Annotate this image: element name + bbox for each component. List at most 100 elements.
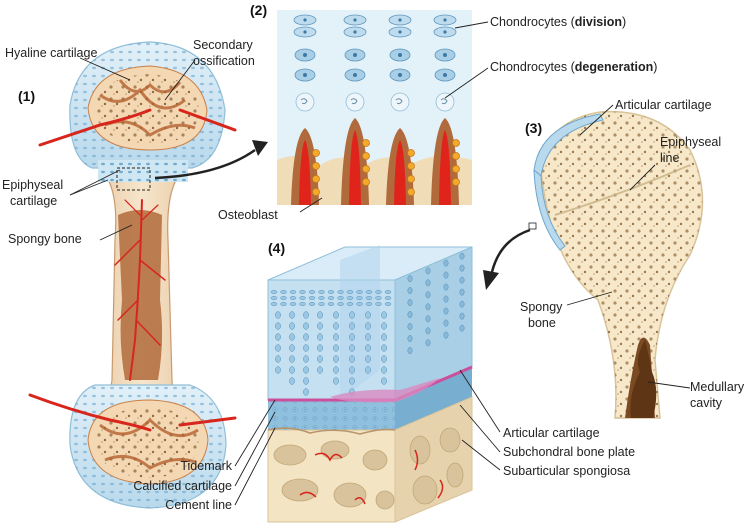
chondrocyte-cell: [333, 311, 339, 319]
bone-cavity: [273, 444, 307, 466]
blood-vessel: [354, 497, 366, 505]
label-spongy-3-2: bone: [528, 316, 556, 330]
label-secondary-2: ossification: [193, 54, 255, 68]
osteoblast-cell: [452, 178, 460, 186]
chondrocyte-cell: [375, 296, 382, 300]
chondrocyte-cell: [443, 259, 449, 267]
chondrocyte-cell: [384, 290, 392, 294]
blood-vessel: [414, 449, 419, 471]
growth-plate-panel: [277, 10, 472, 205]
bone-cavity: [333, 482, 367, 508]
chondrocyte-cell: [459, 264, 465, 272]
cell-nucleus: [353, 73, 357, 77]
chondrocyte-cell: [337, 302, 344, 306]
chondrocyte-cell: [333, 366, 339, 374]
blood-vessel: [437, 479, 444, 499]
label-part: ): [653, 60, 658, 74]
chondrocyte-cell: [443, 319, 449, 327]
label-part: ): [622, 15, 627, 29]
chondrocyte-cell: [317, 322, 323, 330]
chondrocyte-cell: [289, 355, 295, 363]
chondrocyte-cell: [318, 290, 325, 294]
chondrocyte-cell: [375, 290, 382, 294]
panel-4-number: (4): [268, 240, 286, 256]
label-part: degeneration: [574, 60, 654, 74]
chondrocyte-cell: [381, 311, 387, 319]
chondrocyte-cell: [270, 290, 278, 294]
chondrocyte-cell: [337, 296, 344, 300]
chondrocyte-cell: [289, 366, 295, 374]
cell-nucleus: [303, 73, 307, 77]
blood-vessel: [314, 452, 343, 462]
label-part: Chondrocytes (: [490, 15, 575, 29]
label-secondary-1: Secondary: [193, 38, 253, 52]
cell-nucleus: [398, 73, 402, 77]
chondrocyte-cell: [346, 296, 354, 300]
label-epiphyseal-line-2: line: [660, 151, 680, 165]
chondrocyte-cell: [327, 302, 335, 306]
chondrocyte-cell: [459, 288, 465, 296]
chondrocyte-cell: [443, 283, 449, 291]
cartilage-block-illustration: [267, 245, 473, 523]
label-chondrocytes-division: Chondrocytes (division): [490, 15, 626, 29]
chondrocyte-cell: [356, 296, 363, 300]
chondrocyte-cell: [327, 296, 335, 300]
chondrocyte-cell: [303, 377, 309, 385]
chondrocyte-cell: [318, 296, 325, 300]
cell-nucleus: [303, 18, 307, 22]
chondrocyte-cell: [275, 355, 281, 363]
chondrocyte-cell: [381, 366, 387, 374]
chondrocyte-cell: [275, 366, 281, 374]
osteoblast-cell: [407, 149, 415, 157]
chondrocyte-cell: [275, 344, 281, 352]
label-hyaline-cartilage: Hyaline cartilage: [5, 46, 98, 60]
chondrocyte-cell: [407, 275, 413, 282]
chondrocyte-cell: [381, 355, 387, 363]
chondrocyte-cell: [407, 311, 413, 318]
osteoblast-cell: [362, 165, 370, 173]
chondrocyte-cell: [317, 366, 323, 374]
chondrocyte-cell: [384, 302, 392, 306]
chondrocyte-cell: [318, 302, 325, 306]
arrow-to-panel2: [154, 148, 256, 180]
chondrocyte-cell: [308, 290, 316, 294]
osteoblast-cell: [312, 175, 320, 183]
cell-nucleus: [398, 18, 402, 22]
bone-cavity: [446, 462, 464, 488]
cell-debris: [350, 98, 358, 105]
label-epiphyseal-line-1: Epiphyseal: [660, 135, 722, 149]
chondrocyte-cell: [365, 302, 373, 306]
chondrocyte-cell: [381, 333, 387, 341]
chondrocyte-cell: [349, 355, 355, 363]
bone-cavity: [281, 478, 319, 502]
label-part: division: [574, 15, 622, 29]
chondrocyte-cell: [346, 302, 354, 306]
osteoblast-cell: [312, 149, 320, 157]
chondrocyte-cell: [303, 388, 309, 396]
bone-cavity: [409, 435, 431, 465]
label-subchondral-bone-plate: Subchondral bone plate: [503, 445, 636, 459]
chondrocyte-cell: [303, 344, 309, 352]
arrow-head: [483, 270, 499, 290]
chondrocyte-cell: [333, 322, 339, 330]
label-spongy-bone: Spongy bone: [8, 232, 82, 246]
chondrocyte-cell: [443, 295, 449, 303]
bone-cavity: [412, 475, 438, 505]
label-epiphyseal-1: Epiphyseal: [2, 178, 64, 192]
osteoblast-cell: [362, 139, 370, 147]
cell-nucleus: [398, 30, 402, 34]
chondrocyte-cell: [443, 271, 449, 279]
chondrocyte-cell: [349, 377, 355, 385]
osteoblast-cell: [407, 188, 415, 196]
cell-nucleus: [353, 18, 357, 22]
chondrocyte-cell: [289, 333, 295, 341]
chondrocyte-cell: [275, 333, 281, 341]
cell-nucleus: [353, 30, 357, 34]
panel-1-number: (1): [18, 88, 36, 104]
panel1-leader-lines: [69, 57, 196, 241]
chondrocyte-cell: [289, 322, 295, 330]
chondrocyte-cell: [299, 302, 306, 306]
chondrocyte-cell: [365, 290, 373, 294]
osteoblast-cell: [407, 175, 415, 183]
